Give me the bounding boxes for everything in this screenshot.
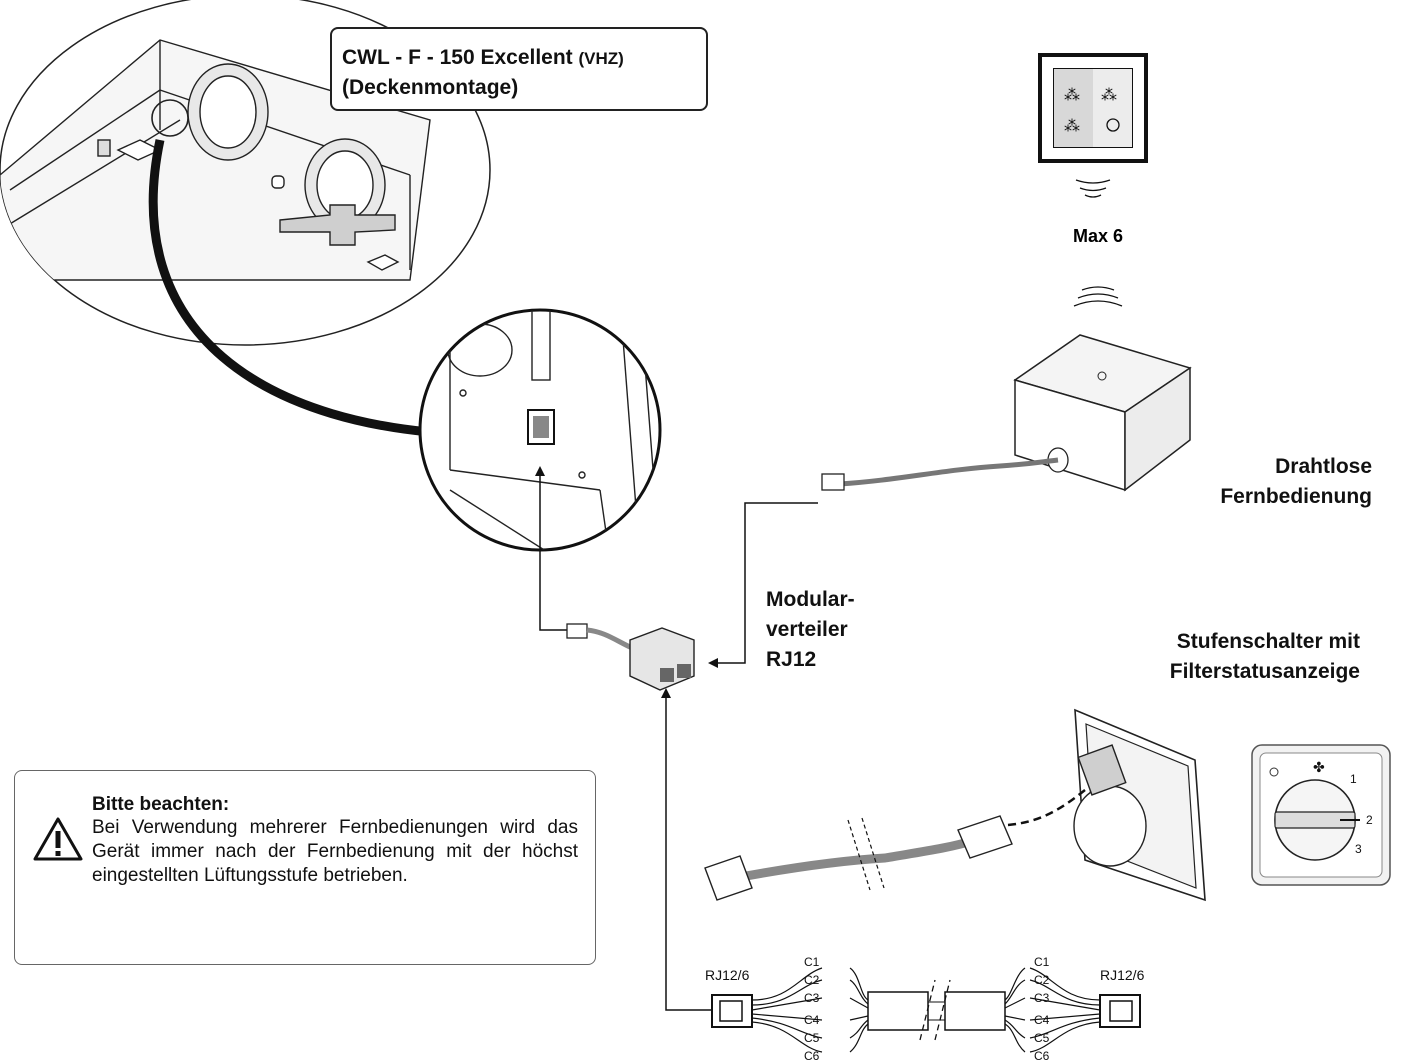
modular-label: Modular- verteiler RJ12 bbox=[766, 585, 855, 675]
wireless-receiver bbox=[821, 286, 1192, 492]
wireless-label-line2: Fernbedienung bbox=[1220, 485, 1372, 508]
pin-left-c6: C6 bbox=[804, 1049, 820, 1063]
pin-right-c3: C3 bbox=[1034, 991, 1050, 1005]
pin-left-c2: C2 bbox=[804, 973, 820, 987]
dial-pos-3: 3 bbox=[1355, 842, 1362, 856]
unit-mounting: (Deckenmontage) bbox=[342, 76, 519, 99]
svg-text:⁂: ⁂ bbox=[1064, 118, 1080, 135]
wireless-label-line1: Drahtlose bbox=[1275, 455, 1372, 478]
svg-text:⁂: ⁂ bbox=[1064, 87, 1080, 104]
switch-label-line2: Filterstatusanzeige bbox=[1169, 660, 1360, 683]
pin-right-c2: C2 bbox=[1034, 973, 1050, 987]
pin-left-c5: C5 bbox=[804, 1031, 820, 1045]
modular-label-line2: verteiler bbox=[766, 618, 848, 641]
modular-label-line1: Modular- bbox=[766, 588, 855, 611]
pin-left-c3: C3 bbox=[804, 991, 820, 1005]
pin-right-c4: C4 bbox=[1034, 1013, 1050, 1027]
modular-label-line3: RJ12 bbox=[766, 648, 817, 671]
modular-splitter bbox=[566, 623, 695, 691]
note-title: Bitte beachten: bbox=[92, 794, 230, 815]
rj12-cable-diagram: RJ12/6 RJ12/6 C1 C2 C3 C4 C5 C6 C1 C2 C3… bbox=[705, 955, 1145, 1063]
max-label: Max 6 bbox=[1073, 226, 1123, 246]
unit-title: CWL - F - 150 Excellent bbox=[342, 46, 573, 69]
warning-icon bbox=[33, 817, 83, 861]
step-switch bbox=[704, 708, 1206, 902]
note-box: Bitte beachten: Bei Verwendung mehrerer … bbox=[14, 770, 596, 965]
note-text: Bei Verwendung mehrerer Fernbedienungen … bbox=[92, 817, 578, 886]
svg-text:✤: ✤ bbox=[1313, 759, 1325, 775]
unit-title-suffix: (VHZ) bbox=[578, 49, 624, 68]
line-cable-to-splitter bbox=[661, 688, 712, 1011]
connection-arrow bbox=[148, 139, 481, 440]
pin-left-c4: C4 bbox=[804, 1013, 820, 1027]
dial-pos-1: 1 bbox=[1350, 772, 1357, 786]
pin-right-c5: C5 bbox=[1034, 1031, 1050, 1045]
wireless-label: Drahtlose Fernbedienung bbox=[1178, 452, 1372, 512]
svg-text:⁂: ⁂ bbox=[1101, 87, 1117, 104]
speed-dial-panel: ✤ 1 2 3 bbox=[1251, 744, 1391, 886]
pin-right-c1: C1 bbox=[1034, 955, 1050, 969]
rj12-right-label: RJ12/6 bbox=[1100, 967, 1145, 983]
line-wireless-to-splitter bbox=[708, 502, 818, 668]
switch-label: Stufenschalter mit Filterstatusanzeige bbox=[1112, 627, 1360, 687]
pin-right-c6: C6 bbox=[1034, 1049, 1050, 1063]
line-to-unit bbox=[535, 466, 568, 631]
switch-label-line1: Stufenschalter mit bbox=[1176, 630, 1360, 653]
unit-title-box: CWL - F - 150 Excellent (VHZ) (Deckenmon… bbox=[330, 27, 708, 111]
wall-control-panel: ⁂ ⁂ ⁂ bbox=[1038, 53, 1148, 198]
dial-pos-2: 2 bbox=[1366, 813, 1373, 827]
rj12-left-label: RJ12/6 bbox=[705, 967, 750, 983]
pin-left-c1: C1 bbox=[804, 955, 820, 969]
